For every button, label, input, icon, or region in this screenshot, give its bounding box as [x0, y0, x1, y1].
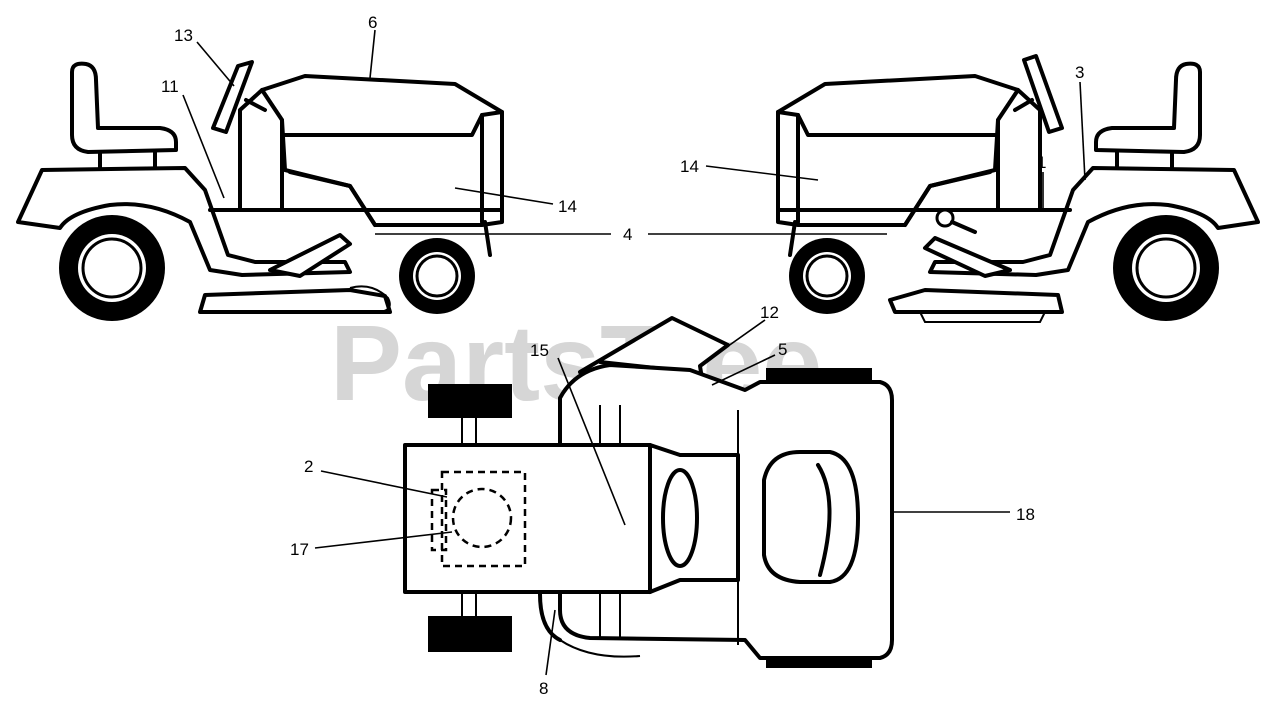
hood	[776, 74, 1020, 227]
tractor-left-view	[16, 60, 504, 321]
callout-1: 1	[1037, 153, 1046, 172]
rear-wheel-right	[1113, 215, 1219, 321]
tractor-top-view	[403, 316, 894, 668]
callout-8: 8	[539, 679, 548, 698]
steering-wheel	[1022, 54, 1064, 134]
deck-roller-top	[766, 368, 872, 382]
rear-tire-bottom	[428, 616, 512, 652]
callout-17: 17	[290, 540, 309, 559]
front-wheel-left	[399, 238, 475, 314]
hood	[260, 74, 504, 227]
hood-top	[403, 443, 652, 594]
rear-wheel-left	[59, 215, 165, 321]
callout-15: 15	[530, 341, 549, 360]
dash	[238, 88, 284, 212]
mower-deck	[198, 288, 392, 314]
callout-6: 6	[368, 13, 377, 32]
lift-lever	[923, 236, 1012, 278]
lever-knob	[935, 208, 955, 228]
grille	[661, 468, 699, 568]
steering-wheel	[211, 60, 254, 134]
rear-tire-top	[428, 384, 512, 418]
callout-11: 11	[161, 77, 179, 96]
seat-post	[98, 150, 157, 170]
callout-3: 3	[1075, 63, 1084, 82]
callout-labels: 13 11 6 14 4 14 3 1 12 5 15 2 17 18 8	[161, 13, 1084, 698]
deck-roller-bottom	[766, 656, 872, 668]
callout-12: 12	[760, 303, 779, 322]
callout-2: 2	[304, 457, 313, 476]
callout-14-left: 14	[558, 197, 577, 216]
callout-13: 13	[174, 26, 193, 45]
callout-18: 18	[1016, 505, 1035, 524]
lift-lever	[268, 233, 352, 278]
dash	[996, 88, 1042, 212]
seat-circle	[451, 487, 513, 549]
leader-lines	[182, 29, 1086, 676]
seat	[70, 61, 178, 154]
callout-14-right: 14	[680, 157, 699, 176]
seat-outline	[440, 470, 527, 568]
callout-5: 5	[778, 340, 787, 359]
tractor-right-view	[776, 54, 1260, 323]
callout-4: 4	[623, 225, 632, 244]
front-wheel-right	[789, 238, 865, 314]
seat	[1094, 61, 1202, 154]
mower-deck	[888, 288, 1064, 314]
